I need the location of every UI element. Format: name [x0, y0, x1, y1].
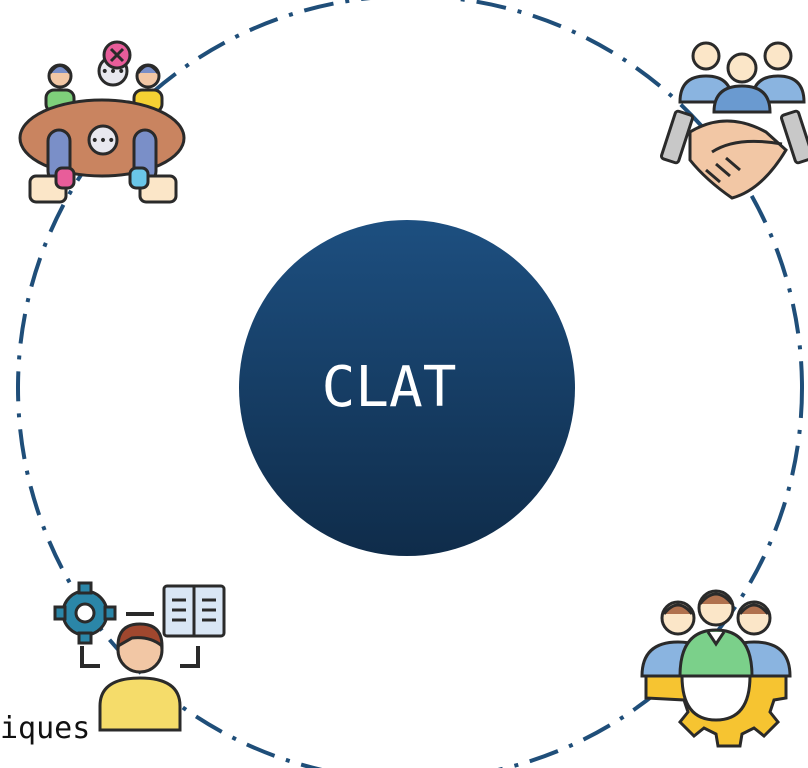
- team-gear-icon: [640, 589, 792, 748]
- team-handshake-icon: [659, 41, 808, 200]
- cut-label: iques: [0, 711, 90, 746]
- group-discussion-icon: ••• •••: [18, 40, 186, 204]
- center-node: CLAT: [239, 220, 575, 556]
- svg-text:•••: •••: [91, 133, 116, 149]
- learning-person-icon: [53, 581, 226, 732]
- dashed-ring: [16, 0, 804, 768]
- center-label: CLAT: [322, 355, 457, 420]
